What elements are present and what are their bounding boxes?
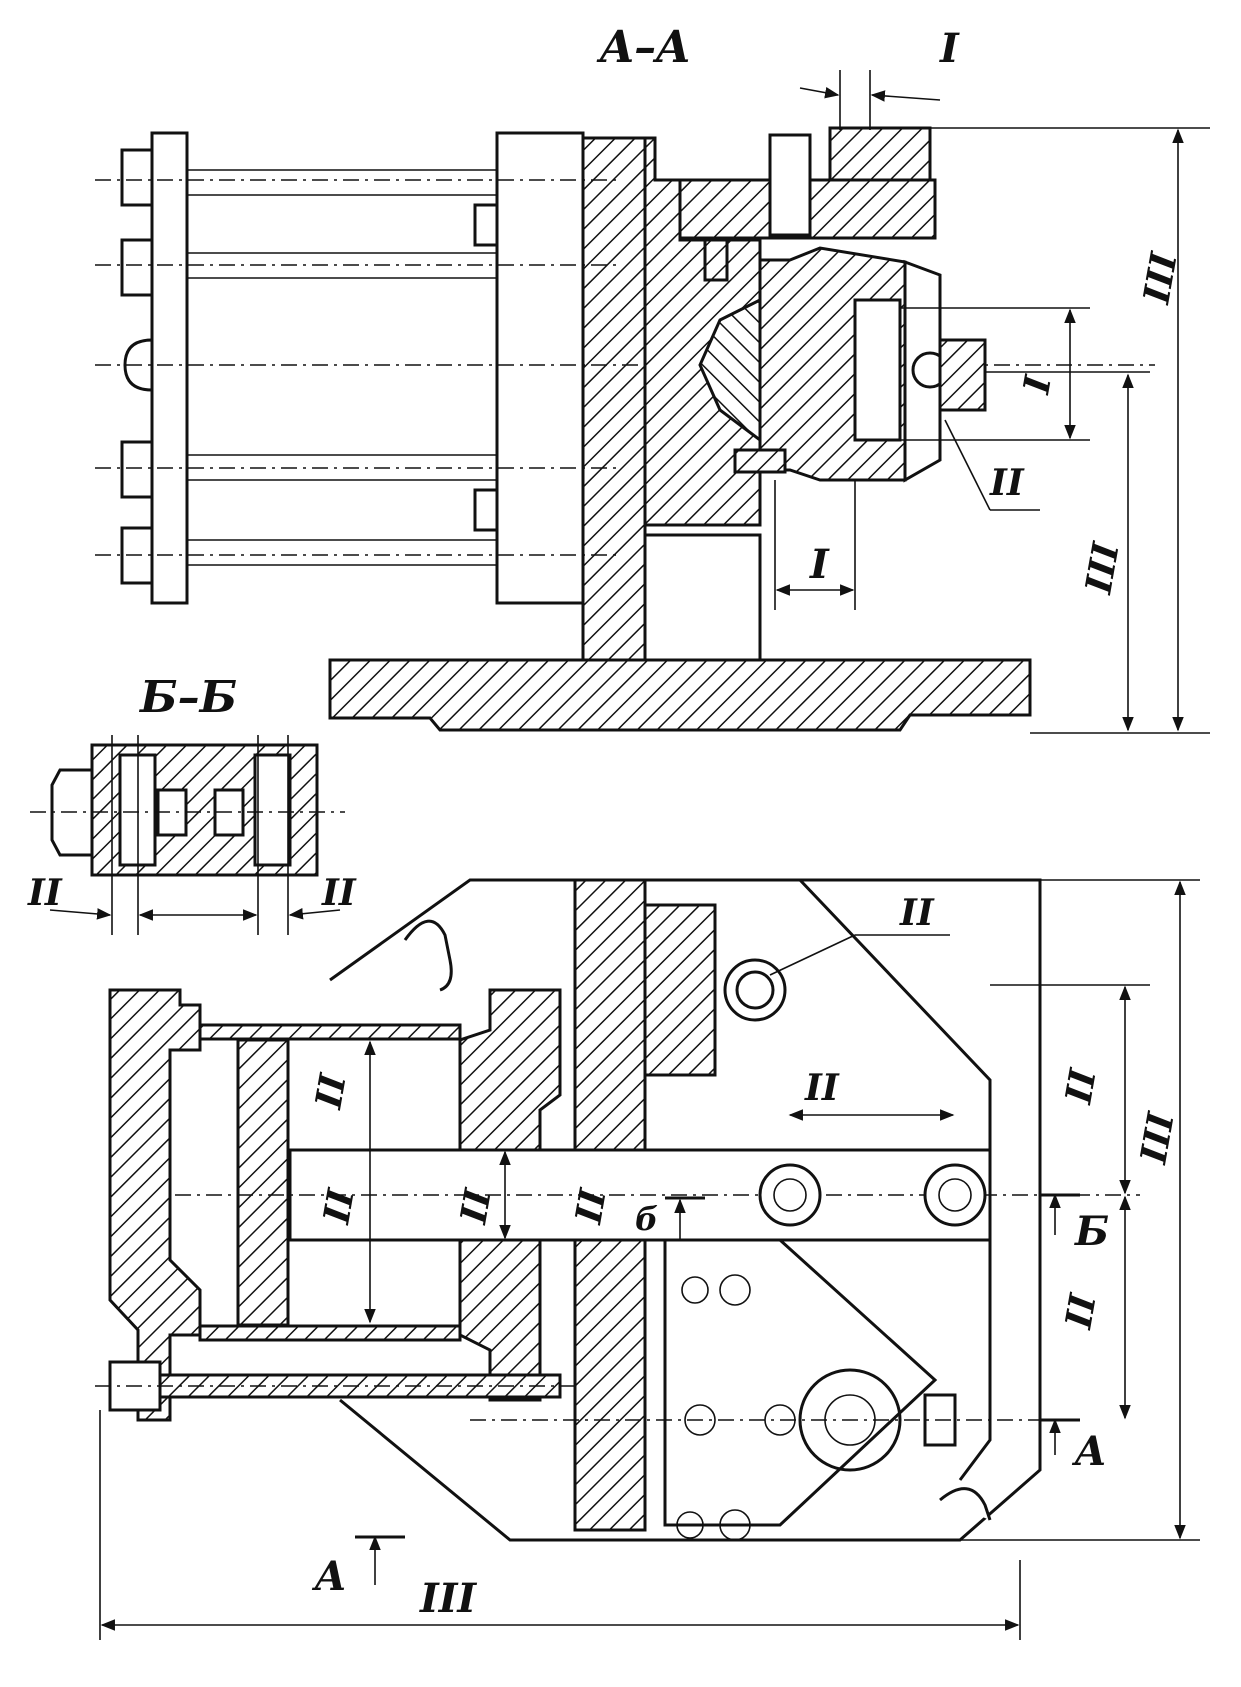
cut-mark-b-right: Б — [1074, 1208, 1109, 1255]
clamp-top — [828, 126, 932, 182]
jaw-pad — [938, 338, 987, 412]
cut-mark-a-right: A — [1071, 1428, 1106, 1475]
column-web — [643, 533, 762, 662]
dim-b-roman-2-right: II — [321, 872, 357, 914]
hook-top — [403, 919, 453, 992]
cylinder-left-cap — [108, 988, 202, 1422]
piston — [236, 1038, 290, 1327]
cut-marks — [355, 1193, 1080, 1585]
dim-main-roman-3-right: III — [1132, 1108, 1183, 1167]
main-view: II II II II II II II II III III A A Б б — [95, 878, 1200, 1640]
end-flange — [150, 131, 189, 605]
jaw-insert-top — [703, 238, 729, 282]
section-a-a: A–A — [95, 22, 1210, 734]
hook-bottom — [939, 1487, 992, 1521]
tie-rods — [95, 148, 620, 585]
dim-main-roman-2-right-top: II — [1057, 1065, 1105, 1108]
dim-a-roman-3-outer: III — [1135, 248, 1186, 307]
dim-a-roman-1-bottom: I — [809, 541, 830, 588]
jaw-insert — [733, 448, 787, 474]
dim-a-roman-3-inner: III — [1077, 538, 1128, 597]
link-pin-left — [758, 1163, 822, 1227]
dim-a-roman-1-top: I — [939, 25, 960, 72]
bracket-body — [643, 136, 762, 527]
dim-main-roman-2-lever: II — [804, 1067, 840, 1109]
jaw-cone — [698, 297, 762, 443]
dim-main-roman-2-top: II — [899, 892, 935, 934]
cylinder-wall-bottom — [198, 1324, 462, 1342]
cylinder-body — [495, 131, 585, 605]
jaw-slot — [853, 298, 902, 442]
dims-main — [99, 879, 1200, 1640]
main-column-lower — [573, 1238, 647, 1532]
link-pin-right — [923, 1163, 987, 1227]
upper-block — [643, 903, 717, 1077]
cut-mark-b-small: б — [635, 1200, 658, 1238]
clamp-bolt — [768, 133, 812, 237]
lower-plate — [663, 1238, 938, 1527]
link-pin-top-inner — [735, 970, 775, 1010]
bearing-outer — [798, 1368, 902, 1472]
section-b-b: Б–Б II II — [27, 672, 357, 935]
cut-mark-a-bottom: A — [311, 1553, 346, 1600]
dim-main-roman-2-rod-b: II — [452, 1185, 500, 1228]
dim-main-roman-2-piston: II — [307, 1070, 355, 1113]
dim-main-roman-2-rod-a: II — [315, 1185, 363, 1228]
dim-main-roman-2-rod-c: II — [567, 1185, 615, 1228]
section-b-b-title: Б–Б — [138, 672, 237, 723]
dim-a-roman-2: II — [989, 462, 1025, 504]
main-column — [573, 878, 647, 1152]
base-plate — [328, 658, 1032, 732]
dims-a-a — [774, 70, 1210, 734]
cylinder-wall-top — [198, 1023, 462, 1041]
dim-b-roman-2-left: II — [27, 872, 63, 914]
dim-main-roman-3-bottom: III — [419, 1575, 477, 1622]
dim-a-roman-1-right: I — [1015, 372, 1060, 398]
dim-main-roman-2-right-bottom: II — [1057, 1290, 1105, 1333]
section-a-a-title: A–A — [596, 22, 690, 73]
housing-inner — [645, 878, 992, 1481]
vertical-column — [581, 136, 647, 662]
housing-outline — [329, 878, 1042, 1542]
